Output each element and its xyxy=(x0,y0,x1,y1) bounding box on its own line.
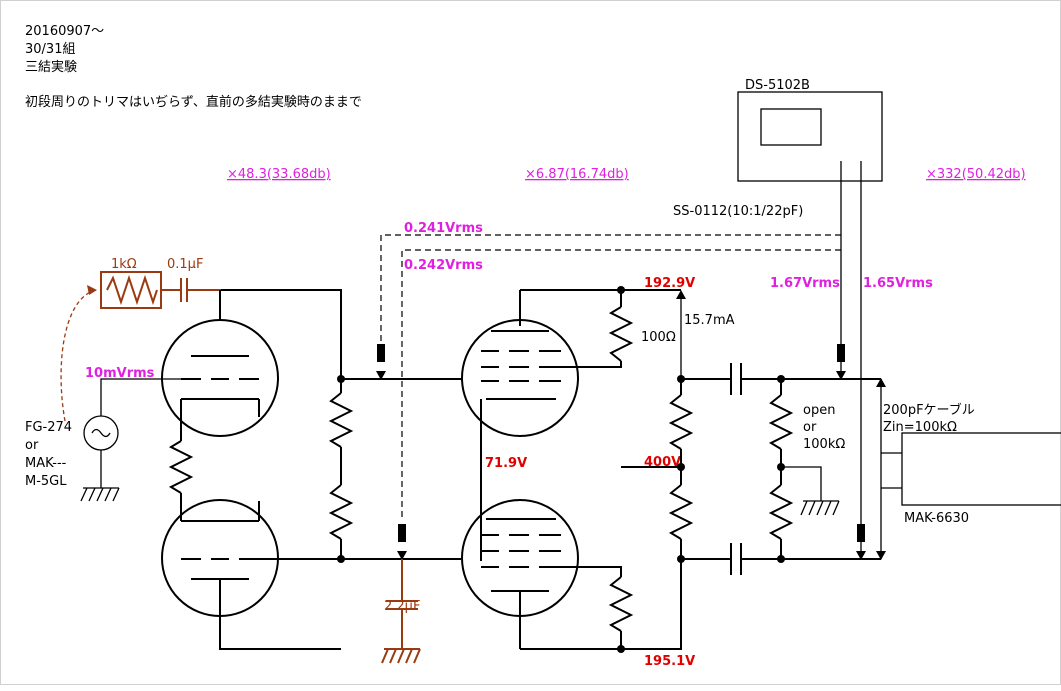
meter-box xyxy=(901,432,1061,506)
header-tubes: 30/31組 xyxy=(25,42,75,57)
generator-label-4: M-5GL xyxy=(25,474,67,489)
tube1-lower-elements xyxy=(180,501,341,650)
current-label: 15.7mA xyxy=(684,313,735,328)
input-cap-label: 0.1μF xyxy=(167,257,203,272)
screen-resistor-lower xyxy=(608,576,634,632)
input-resistor-zigzag xyxy=(106,274,158,306)
tube2-upper-elements xyxy=(480,290,561,561)
oscilloscope-box xyxy=(737,91,883,182)
meter-label: MAK-6630 xyxy=(904,511,969,526)
input-measure: 10mVrms xyxy=(85,366,155,381)
grid-probe-tip-2 xyxy=(398,524,406,542)
header-date: 20160907～ xyxy=(25,24,104,39)
probe-dashed-1 xyxy=(380,234,841,341)
tube2-lower-elements xyxy=(481,518,561,649)
grid-probe-tip-1 xyxy=(377,344,385,362)
cable-label: 200pFケーブル xyxy=(883,402,975,418)
load2-resistor-lower xyxy=(768,484,794,540)
gain-total-label: ×332(50.42db) xyxy=(926,167,1026,182)
generator-label-3: MAK--- xyxy=(25,456,67,471)
v-upper-anode: 192.9V xyxy=(644,276,695,291)
bypass-cap-label: 2.2μF xyxy=(384,599,420,614)
anode-resistor-label: 100Ω xyxy=(641,330,676,345)
current-arrow xyxy=(676,290,686,299)
ground-symbol-gen xyxy=(80,487,120,502)
output-cap-upper xyxy=(681,363,881,395)
load-ground-wire xyxy=(781,466,822,501)
load2-resistor-upper xyxy=(768,394,794,450)
header-experiment: 三結実験 xyxy=(25,59,77,75)
junction-lower-anode xyxy=(617,645,625,653)
grid-probe-arrow-2 xyxy=(397,551,407,560)
generator-label-1: FG-274 xyxy=(25,420,72,435)
tube-stage2-upper xyxy=(461,319,579,437)
bypass-capacitor xyxy=(386,559,418,649)
input-capacitor xyxy=(161,278,221,302)
tube1-upper-elements xyxy=(180,290,260,417)
oscilloscope-label: DS-5102B xyxy=(745,78,810,93)
load-resistor-lower xyxy=(328,484,354,540)
probe-arrow-1 xyxy=(836,371,846,380)
generator-signal-wire xyxy=(100,378,161,416)
screen-wire-lower xyxy=(561,566,622,577)
input-resistor-box xyxy=(100,271,162,309)
divider-resistor-upper xyxy=(668,394,694,450)
tube1-anode-wire xyxy=(221,289,342,379)
junction-anode xyxy=(617,286,625,294)
oscilloscope-screen xyxy=(760,108,822,146)
probe-tip-1 xyxy=(837,344,845,362)
probe-tip-2 xyxy=(857,524,865,542)
meter-leads xyxy=(881,452,902,489)
screen-wire-upper xyxy=(561,361,622,368)
screen-resistor-upper xyxy=(608,306,634,362)
probe-label: SS-0112(10:1/22pF) xyxy=(673,204,803,219)
trimmer-arrow-head xyxy=(87,285,97,295)
generator-label-2: or xyxy=(25,438,39,453)
grid-lower-measure: 0.242Vrms xyxy=(404,258,483,273)
v-cathode: 71.9V xyxy=(485,456,527,471)
load-option-3: 100kΩ xyxy=(803,437,845,452)
junction-supply xyxy=(677,463,685,471)
load-resistor-upper xyxy=(328,392,354,448)
load-option-1: open xyxy=(803,403,835,418)
anode-wire-upper xyxy=(520,289,622,307)
grid-upper-measure: 0.241Vrms xyxy=(404,221,483,236)
v-lower-anode: 195.1V xyxy=(644,654,695,669)
gain-stage2-label: ×6.87(16.74db) xyxy=(525,167,629,182)
trimmer-link-arrow xyxy=(60,289,96,422)
zin-label: Zin=100kΩ xyxy=(883,420,957,435)
ground-symbol-bypass xyxy=(381,648,421,664)
input-resistor-label: 1kΩ xyxy=(111,257,137,272)
out-upper-measure: 1.67Vrms xyxy=(770,276,840,291)
meter-arrow-top xyxy=(876,378,886,387)
header-note: 初段周りのトリマはいぢらず、直前の多結実験時のままで xyxy=(25,94,362,110)
probe-arrow-2 xyxy=(856,551,866,560)
divider-resistor-lower xyxy=(668,484,694,540)
out-lower-measure: 1.65Vrms xyxy=(863,276,933,291)
cathode-resistor xyxy=(168,440,194,494)
anode-wire-lower xyxy=(620,559,682,650)
meter-arrow-bottom xyxy=(876,551,886,560)
load-option-2: or xyxy=(803,420,817,435)
grid-probe-arrow-1 xyxy=(376,371,386,380)
sine-wave-icon xyxy=(91,428,111,438)
gain-stage1-label: ×48.3(33.68db) xyxy=(227,167,331,182)
ground-symbol-load xyxy=(800,500,840,516)
output-cap-lower xyxy=(681,543,881,575)
